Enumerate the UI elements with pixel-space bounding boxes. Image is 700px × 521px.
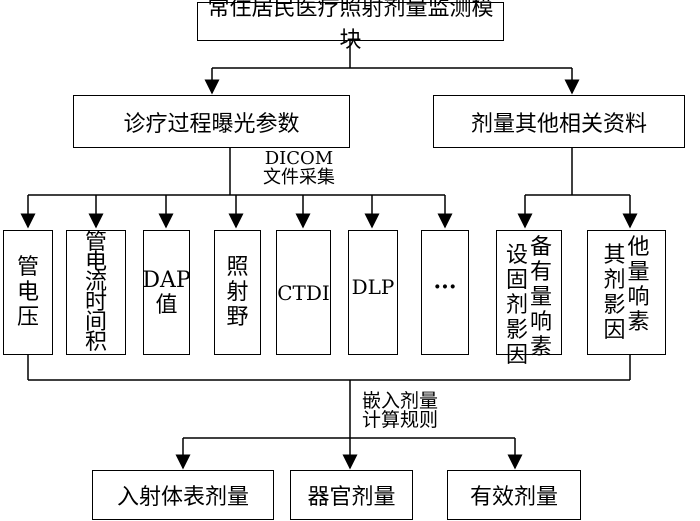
field-char: 射 xyxy=(226,280,249,305)
ctdi-label: CTDI xyxy=(277,280,330,305)
current-time-char: 间 xyxy=(84,310,107,335)
field-char: 野 xyxy=(226,305,249,330)
tube-voltage-box: 管 电 压 xyxy=(3,230,53,355)
field-char: 照 xyxy=(226,255,249,280)
tube-voltage-char: 压 xyxy=(16,305,39,330)
device-factor-char: 响 xyxy=(530,310,553,335)
current-time-product-box: 管 电 流 时 间 积 xyxy=(66,230,126,355)
dlp-box: DLP xyxy=(348,230,398,355)
organ-dose-label: 器官剂量 xyxy=(307,485,396,510)
dap-box: DAP 值 xyxy=(142,230,191,355)
current-time-char: 管 xyxy=(84,230,107,255)
exposure-params-box: 诊疗过程曝光参数 xyxy=(73,95,350,148)
current-time-char: 时 xyxy=(84,290,107,315)
device-factor-char: 影 xyxy=(505,318,528,343)
dicom-collect-label: DICOM 文件采集 xyxy=(244,149,354,187)
embed-rule-label: 嵌入剂量 计算规则 xyxy=(362,392,458,430)
field-box: 照 射 野 xyxy=(214,230,261,355)
other-data-label: 剂量其他相关资料 xyxy=(470,111,647,137)
device-factors-box: 设 固 剂 影 因 备 有 量 响 素 xyxy=(496,230,562,368)
other-factor-char: 因 xyxy=(603,318,626,343)
other-data-box: 剂量其他相关资料 xyxy=(433,95,685,148)
effective-dose-box: 有效剂量 xyxy=(447,470,581,520)
other-factor-char: 他 xyxy=(627,235,650,260)
device-factor-char: 量 xyxy=(530,285,553,310)
other-factors-box: 其 剂 影 因 他 量 响 素 xyxy=(587,230,666,355)
other-factor-char: 量 xyxy=(627,260,650,285)
more-box: ··· xyxy=(421,230,469,355)
other-factor-char: 影 xyxy=(603,293,626,318)
ellipsis-label: ··· xyxy=(433,273,457,300)
file-collect-label: 文件采集 xyxy=(263,167,335,188)
device-factor-char: 因 xyxy=(505,343,528,368)
device-factor-char: 设 xyxy=(505,243,528,268)
device-factor-char: 剂 xyxy=(505,293,528,318)
device-factor-char: 备 xyxy=(530,235,553,260)
other-factor-char: 响 xyxy=(627,285,650,310)
device-factor-char: 固 xyxy=(505,268,528,293)
dap-label: DAP xyxy=(142,267,191,293)
exposure-params-label: 诊疗过程曝光参数 xyxy=(123,111,300,137)
dap-value-label: 值 xyxy=(155,292,178,318)
embed-dose-label: 嵌入剂量 xyxy=(362,390,439,412)
calc-rule-label: 计算规则 xyxy=(362,409,439,431)
module-title-box: 常住居民医疗照射剂量监测模块 xyxy=(197,0,504,53)
current-time-char: 电 xyxy=(84,250,107,275)
current-time-char: 流 xyxy=(84,270,107,295)
organ-dose-box: 器官剂量 xyxy=(290,470,413,520)
dlp-label: DLP xyxy=(351,274,395,299)
other-factor-char: 剂 xyxy=(603,268,626,293)
entrance-surface-dose-label: 入射体表剂量 xyxy=(116,485,249,510)
other-factor-char: 素 xyxy=(627,310,650,335)
entrance-surface-dose-box: 入射体表剂量 xyxy=(92,470,274,520)
tube-voltage-char: 电 xyxy=(16,280,39,305)
module-title: 常住居民医疗照射剂量监测模块 xyxy=(207,0,494,53)
tube-voltage-char: 管 xyxy=(16,255,39,280)
device-factor-char: 有 xyxy=(530,260,553,285)
ctdi-box: CTDI xyxy=(276,230,331,355)
effective-dose-label: 有效剂量 xyxy=(469,485,558,510)
current-time-char: 积 xyxy=(84,330,107,355)
other-factor-char: 其 xyxy=(603,243,626,268)
dicom-label: DICOM xyxy=(264,148,334,169)
device-factor-char: 素 xyxy=(530,335,553,360)
